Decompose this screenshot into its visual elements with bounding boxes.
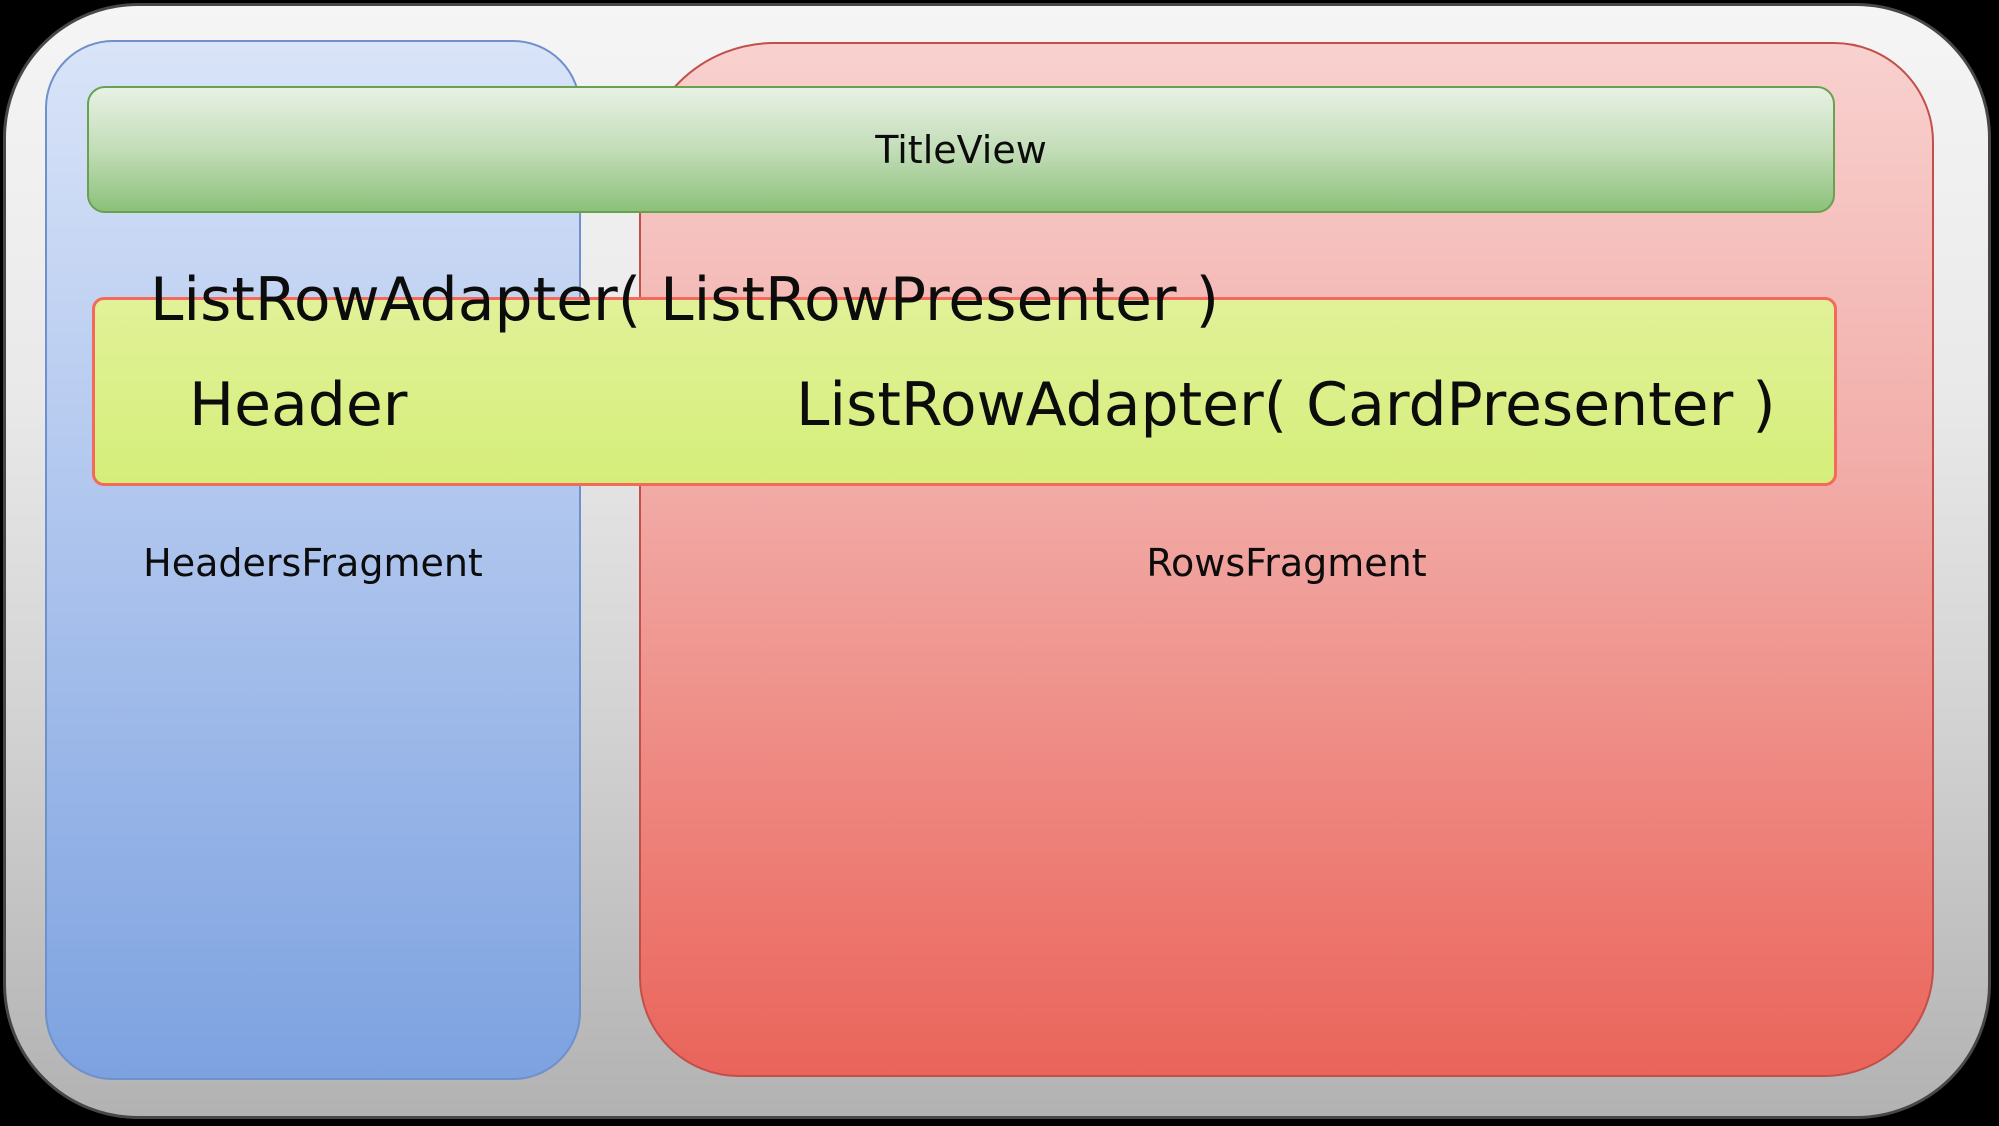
title-view-label: TitleView [875,127,1047,172]
title-view-bar: TitleView [87,86,1835,213]
rows-fragment-label: RowsFragment [1146,541,1427,585]
list-row-adapter-box [92,297,1837,486]
list-row-presenter-text: ListRowAdapter( ListRowPresenter ) [150,265,1220,335]
header-text: Header [189,370,408,440]
rows-fragment-panel: RowsFragment [639,42,1934,1077]
card-presenter-text: ListRowAdapter( CardPresenter ) [796,370,1776,440]
headers-fragment-label: HeadersFragment [143,541,483,585]
headers-fragment-panel: HeadersFragment [45,40,581,1080]
